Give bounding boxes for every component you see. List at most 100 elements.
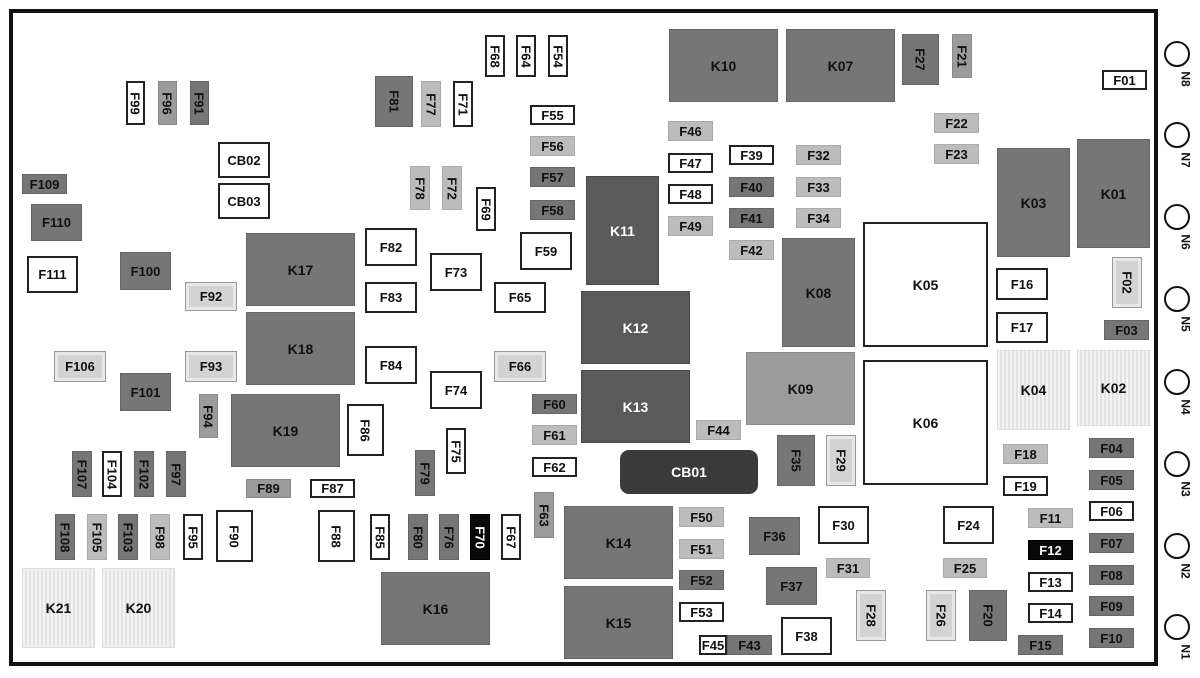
fuse-f86: F86 [347, 404, 384, 456]
fuse-f31: F31 [826, 558, 870, 578]
fuse-f61: F61 [532, 425, 577, 445]
fuse-f01: F01 [1102, 70, 1147, 90]
relay-k16: K16 [381, 572, 490, 645]
connector-n6-circle [1164, 204, 1190, 230]
fuse-f40: F40 [729, 177, 774, 197]
fuse-f42: F42 [729, 240, 774, 260]
fuse-f91: F91 [190, 81, 209, 125]
fuse-f43: F43 [727, 635, 772, 655]
relay-k02: K02 [1077, 350, 1150, 426]
fuse-f27: F27 [902, 34, 939, 85]
fuse-f18: F18 [1003, 444, 1048, 464]
fuse-f17: F17 [996, 312, 1048, 343]
relay-k17: K17 [246, 233, 355, 306]
fuse-f16: F16 [996, 268, 1048, 300]
circuit-breaker-cb03: CB03 [218, 183, 270, 219]
fuse-f79: F79 [415, 450, 435, 496]
relay-k03: K03 [997, 148, 1070, 257]
relay-k13: K13 [581, 370, 690, 443]
fuse-f56: F56 [530, 136, 575, 156]
fuse-f59: F59 [520, 232, 572, 270]
fuse-f73: F73 [430, 253, 482, 291]
connector-n4-label: N4 [1178, 399, 1193, 415]
fuse-f106: F106 [54, 351, 106, 382]
connector-n5-circle [1164, 286, 1190, 312]
relay-k15: K15 [564, 586, 673, 659]
connector-n6-label: N6 [1178, 234, 1193, 250]
fuse-f103: F103 [118, 514, 138, 560]
relay-k01: K01 [1077, 139, 1150, 248]
fuse-f38: F38 [781, 617, 832, 655]
fuse-f111: F111 [27, 256, 78, 293]
relay-k10: K10 [669, 29, 778, 102]
fuse-f95: F95 [183, 514, 203, 560]
fuse-f39: F39 [729, 145, 774, 165]
relay-k11: K11 [586, 176, 659, 285]
fuse-f76: F76 [439, 514, 459, 560]
fuse-f99: F99 [126, 81, 145, 125]
fuse-f85: F85 [370, 514, 390, 560]
connector-n7-label: N7 [1178, 152, 1193, 168]
fuse-f66: F66 [494, 351, 546, 382]
fuse-f105: F105 [87, 514, 107, 560]
connector-n3-label: N3 [1178, 481, 1193, 497]
connector-n2-circle [1164, 533, 1190, 559]
relay-k12: K12 [581, 291, 690, 364]
fuse-f92: F92 [185, 282, 237, 311]
fuse-f88: F88 [318, 510, 355, 562]
fuse-f24: F24 [943, 506, 994, 544]
relay-k14: K14 [564, 506, 673, 579]
fuse-f34: F34 [796, 208, 841, 228]
fuse-f55: F55 [530, 105, 575, 125]
fuse-f96: F96 [158, 81, 177, 125]
circuit-breaker-cb01: CB01 [620, 450, 758, 494]
fuse-f60: F60 [532, 394, 577, 414]
fuse-f68: F68 [485, 35, 505, 77]
fuse-f35: F35 [777, 435, 815, 486]
fuse-f12: F12 [1028, 540, 1073, 560]
fuse-f36: F36 [749, 517, 800, 555]
fuse-f48: F48 [668, 184, 713, 204]
fuse-f50: F50 [679, 507, 724, 527]
fuse-f89: F89 [246, 479, 291, 498]
relay-k05: K05 [863, 222, 988, 347]
fuse-f47: F47 [668, 153, 713, 173]
fuse-f74: F74 [430, 371, 482, 409]
relay-k07: K07 [786, 29, 895, 102]
fuse-f13: F13 [1028, 572, 1073, 592]
relay-k20: K20 [102, 568, 175, 648]
fuse-f108: F108 [55, 514, 75, 560]
connector-n2-label: N2 [1178, 563, 1193, 579]
fuse-f14: F14 [1028, 603, 1073, 623]
fuse-f28: F28 [856, 590, 886, 641]
fuse-f100: F100 [120, 252, 171, 290]
fuse-f94: F94 [199, 394, 218, 438]
fuse-f21: F21 [952, 34, 972, 78]
fuse-f102: F102 [134, 451, 154, 497]
fuse-f97: F97 [166, 451, 186, 497]
fuse-f57: F57 [530, 167, 575, 187]
fuse-f08: F08 [1089, 565, 1134, 585]
fuse-f46: F46 [668, 121, 713, 141]
fuse-f26: F26 [926, 590, 956, 641]
fuse-f77: F77 [421, 81, 441, 127]
fuse-f110: F110 [31, 204, 82, 241]
fuse-f71: F71 [453, 81, 473, 127]
connector-n8-label: N8 [1178, 71, 1193, 87]
fuse-f02: F02 [1112, 257, 1142, 308]
connector-n1-circle [1164, 614, 1190, 640]
fuse-f25: F25 [943, 558, 987, 578]
fuse-f19: F19 [1003, 476, 1048, 496]
fuse-f10: F10 [1089, 628, 1134, 648]
fuse-f65: F65 [494, 282, 546, 313]
fuse-f78: F78 [410, 166, 430, 210]
fuse-f90: F90 [216, 510, 253, 562]
fuse-f83: F83 [365, 282, 417, 313]
relay-k19: K19 [231, 394, 340, 467]
relay-k04: K04 [997, 350, 1070, 430]
fuse-f64: F64 [516, 35, 536, 77]
fuse-f49: F49 [668, 216, 713, 236]
fuse-f52: F52 [679, 570, 724, 590]
connector-n4-circle [1164, 369, 1190, 395]
fuse-f82: F82 [365, 228, 417, 266]
